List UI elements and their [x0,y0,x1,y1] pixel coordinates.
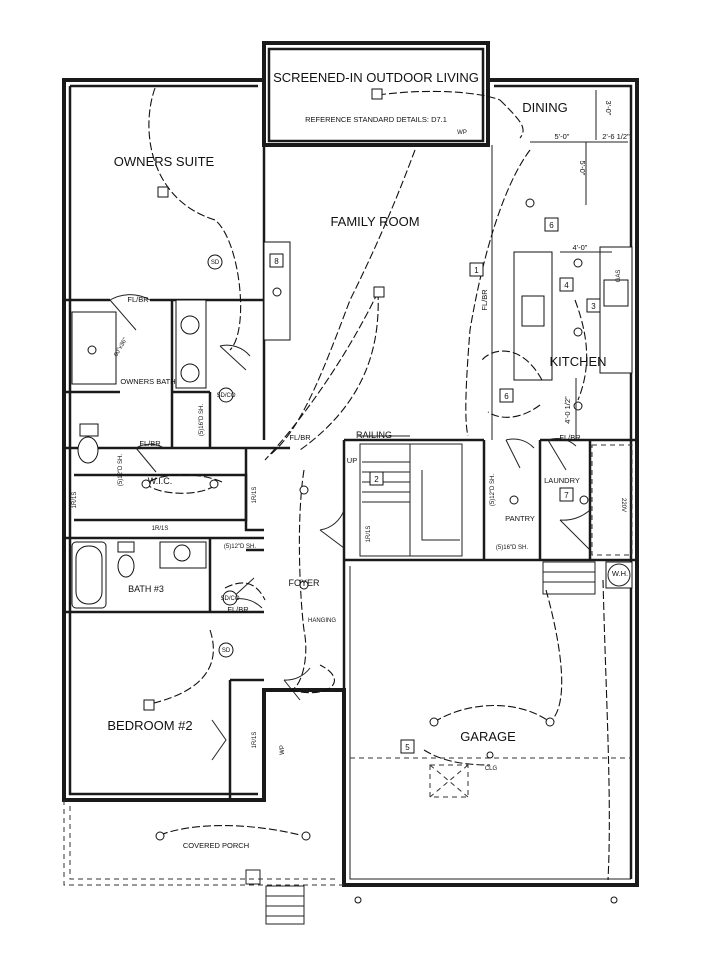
note-fl-br-owners: FL/BR [127,295,149,304]
note-sdco-bath3: SD/CO [220,596,239,602]
note-fl-br-bath: FL/BR [139,439,161,448]
note-wp: WP [457,130,467,136]
wiring [145,87,610,881]
note-railing: RAILING [356,430,392,440]
label-garage: GARAGE [460,729,516,744]
note-clg: CLG [485,766,498,772]
note-rod-wic: 1R/1S [152,526,169,532]
label-screened-outdoor-living: SCREENED-IN OUTDOOR LIVING [273,70,479,85]
note-shelf-pantry: (5)16"D SH. [496,545,528,551]
note-rod-hall: 1R/1S [252,487,258,504]
dim-4ft: 4'-0" [573,243,588,252]
note-sd: SD [211,260,220,266]
note-fl-br-kitchen: FL/BR [480,289,489,311]
note-gas: GAS [616,270,622,283]
notes: RAILING UP FL/BR FL/BR FL/BR FL/BR FL/BR… [72,130,626,772]
label-pantry: PANTRY [505,514,535,523]
label-kitchen: KITCHEN [549,354,606,369]
note-shelf-pantry-side: (5)12"D SH. [490,474,496,506]
tag-5: 5 [405,743,410,752]
note-sdco: SD/CO [216,393,235,399]
fixtures [71,241,633,798]
walls [62,41,639,925]
note-fl-br-bath3: FL/BR [227,605,249,614]
note-rod-side: 1R/1S [72,492,78,509]
dim-4ft-half: 4'-0 1/2" [563,396,572,424]
label-covered-porch: COVERED PORCH [183,841,249,850]
tag-7: 7 [564,491,569,500]
room-labels: SCREENED-IN OUTDOOR LIVING REFERENCE STA… [107,70,628,850]
tag-8: 8 [274,257,279,266]
devices [141,88,618,904]
dim-3ft: 3'-0" [604,101,613,116]
note-wp-porch: WP [280,745,286,755]
label-water-heater: W.H. [612,569,628,578]
note-shelf-wic: (5)12"D SH. [118,454,124,486]
label-owners-bath: OWNERS BATH [120,377,175,386]
label-bath-3: BATH #3 [128,584,164,594]
dim-5ft-horizontal: 5'-0" [555,132,570,141]
label-foyer: FOYER [288,578,320,588]
tag-3: 3 [591,302,596,311]
dimensions: 5'-0" 2'-6 1/2" 3'-0" 5'-0" 4'-0" 4'-0 1… [530,90,630,440]
note-fl-br-laundry: FL/BR [559,433,581,442]
label-reference-details: REFERENCE STANDARD DETAILS: D7.1 [305,115,447,124]
note-up: UP [347,456,357,465]
label-bedroom-2: BEDROOM #2 [107,718,192,733]
tag-6a: 6 [549,221,554,230]
note-rod-bed2: 1R/1S [252,732,258,749]
tag-4: 4 [564,281,569,290]
stair [358,435,463,557]
tag-1: 1 [474,266,479,275]
label-laundry: LAUNDRY [544,476,580,485]
note-shelf-owners: (5)16"D SH. [199,404,205,436]
note-shelf-bath3: (5)12"D SH. [224,544,256,550]
tag-6b: 6 [504,392,509,401]
label-dining: DINING [522,100,568,115]
note-sd-bed2: SD [222,648,231,654]
label-owners-suite: OWNERS SUITE [114,154,215,169]
tag-2: 2 [374,475,379,484]
dim-2ft6: 2'-6 1/2" [602,132,630,141]
label-family-room: FAMILY ROOM [330,214,419,229]
dim-5ft-vertical: 5'-0" [578,161,587,176]
note-fl-br-family: FL/BR [289,433,311,442]
doors [109,294,591,761]
note-dryer: 220V [620,498,626,512]
callout-tags: 1 2 3 4 5 6 6 7 8 [269,217,601,754]
note-rod-stair: 1R/1S [366,526,372,543]
note-hanging: HANGING [308,618,336,624]
label-wic: W.I.C. [148,476,173,486]
